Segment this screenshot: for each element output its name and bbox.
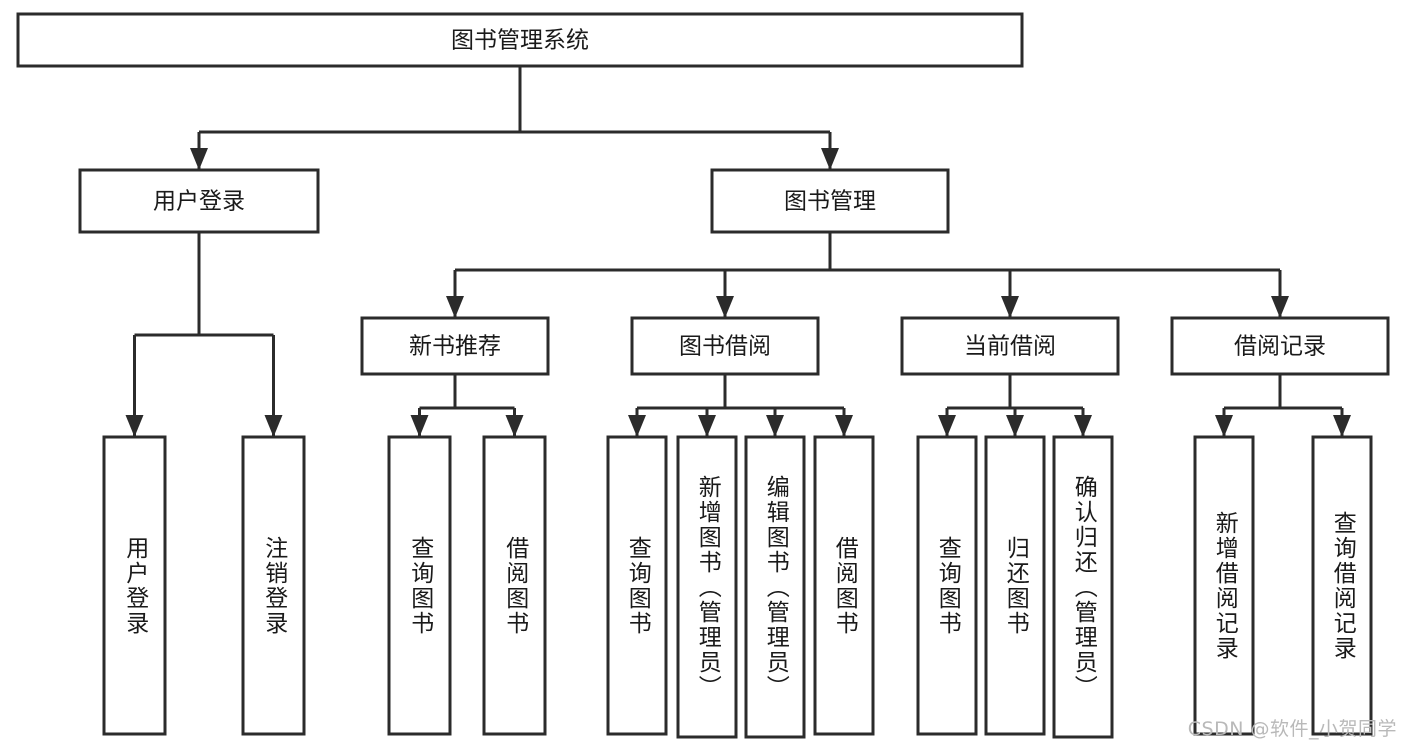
user-login-to-leaves-arrow-icon [264, 415, 283, 437]
level3-1-to-leaves-arrow-icon [835, 415, 853, 437]
leaf-node-box[interactable] [1052, 435, 1114, 739]
level3-2-to-leaves-arrow-icon [938, 415, 956, 437]
root-node-box[interactable] [16, 12, 1024, 68]
leaf-node-box[interactable] [387, 435, 452, 736]
level3-1-to-leaves-arrow-icon [698, 415, 716, 437]
level2-node-label: 用户登录 [153, 189, 245, 215]
leaf-node-box[interactable] [813, 435, 875, 736]
level3-node-box[interactable] [630, 316, 820, 376]
level3-2-to-leaves-arrow-icon [1074, 415, 1092, 437]
root-to-level2-arrow-icon [190, 148, 208, 170]
level3-1-to-leaves-arrow-icon [766, 415, 784, 437]
leaf-node-box[interactable] [482, 435, 547, 736]
leaf-node-box[interactable] [984, 435, 1046, 736]
level3-node-box[interactable] [1170, 316, 1390, 376]
level2-node-box[interactable] [710, 168, 950, 234]
level2-node-label: 图书管理 [784, 189, 876, 215]
connectors-layer [125, 66, 1351, 437]
level3-2-to-leaves-arrow-icon [1006, 415, 1024, 437]
node-boxes-layer [16, 12, 1390, 739]
level3-3-to-leaves-arrow-icon [1215, 415, 1233, 437]
book-mgmt-to-level3-arrow-icon [1001, 296, 1019, 318]
root-to-level2-arrow-icon [821, 148, 839, 170]
level3-1-to-leaves-arrow-icon [628, 415, 646, 437]
level2-node-box[interactable] [78, 168, 320, 234]
leaf-node-box[interactable] [1311, 435, 1373, 736]
leaf-node-box[interactable] [916, 435, 978, 736]
leaf-node-box[interactable] [606, 435, 668, 736]
level3-node-label: 借阅记录 [1234, 334, 1326, 360]
level3-node-box[interactable] [900, 316, 1120, 376]
leaf-node-box[interactable] [676, 435, 738, 739]
user-login-to-leaves-arrow-icon [125, 415, 144, 437]
leaf-node-box[interactable] [102, 435, 167, 736]
book-mgmt-to-level3-arrow-icon [446, 296, 464, 318]
level3-3-to-leaves-arrow-icon [1333, 415, 1351, 437]
leaf-node-box[interactable] [744, 435, 806, 739]
book-mgmt-to-level3-arrow-icon [716, 296, 734, 318]
leaf-node-box[interactable] [1193, 435, 1255, 736]
watermark-text: CSDN @软件_小贺同学 [1187, 718, 1397, 740]
level3-0-to-leaves-arrow-icon [410, 415, 429, 437]
level3-node-label: 新书推荐 [409, 334, 501, 360]
level3-0-to-leaves-arrow-icon [505, 415, 524, 437]
root-node-label: 图书管理系统 [451, 28, 589, 54]
book-mgmt-to-level3-arrow-icon [1271, 296, 1289, 318]
leaf-node-box[interactable] [241, 435, 306, 736]
level3-node-box[interactable] [360, 316, 550, 376]
level3-node-label: 当前借阅 [964, 334, 1056, 360]
level3-node-label: 图书借阅 [679, 334, 771, 360]
